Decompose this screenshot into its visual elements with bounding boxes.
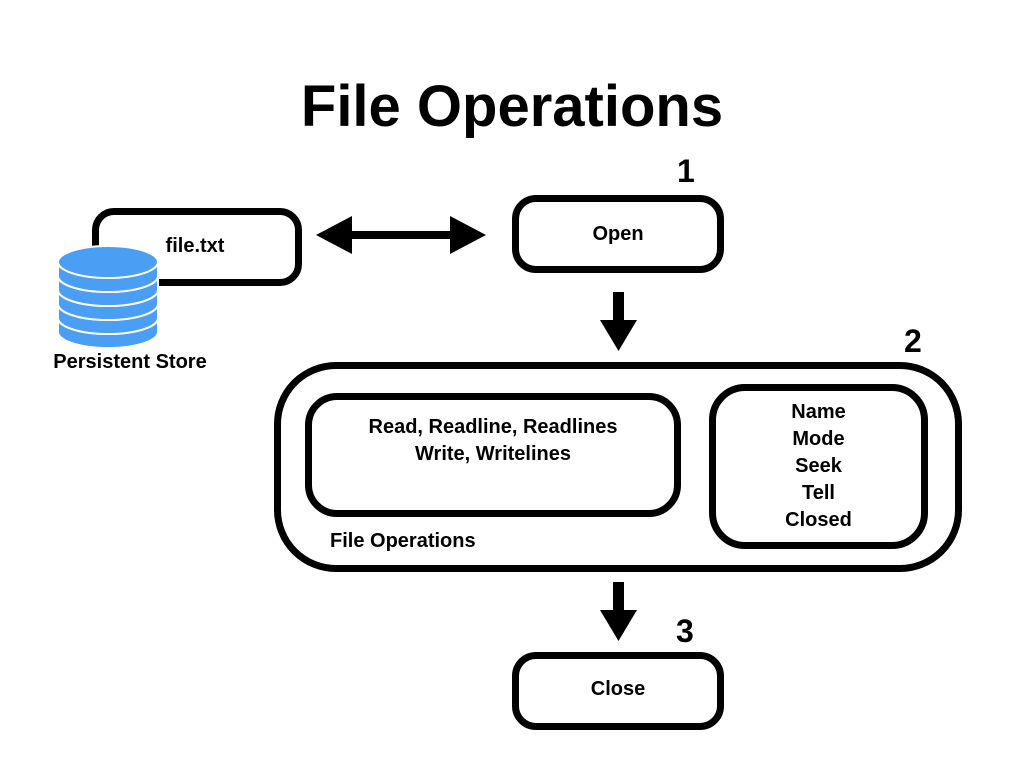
methods-box [305,393,681,517]
open-box [512,195,724,273]
attribute-line: Name [791,401,846,423]
file-operations-container-label: File Operations [330,530,476,552]
step-number-2: 2 [904,323,922,359]
arrow-operations-to-close [600,582,637,641]
file-box-label: file.txt [165,235,225,257]
attribute-line: Mode [792,428,845,450]
attribute-line: Seek [795,455,842,477]
database-disk-top [57,245,159,279]
open-box-label: Open [592,223,644,245]
attribute-line: Closed [785,509,852,531]
close-box-label: Close [590,678,646,700]
arrow-open-to-operations [600,292,637,351]
attributes-box-text: Name Mode Seek Tell Closed [709,399,928,534]
method-line: Read, Readline, Readlines [368,416,618,438]
attributes-box [709,384,928,549]
methods-box-text: Read, Readline, Readlines Write, Writeli… [305,414,681,468]
bidirectional-arrow [316,216,486,254]
persistent-store-label: Persistent Store [53,351,207,373]
close-box [512,652,724,730]
method-line: Write, Writelines [415,443,571,465]
step-number-1: 1 [677,153,695,189]
diagram-title: File Operations [300,74,724,139]
attribute-line: Tell [802,482,835,504]
step-number-3: 3 [676,613,694,649]
